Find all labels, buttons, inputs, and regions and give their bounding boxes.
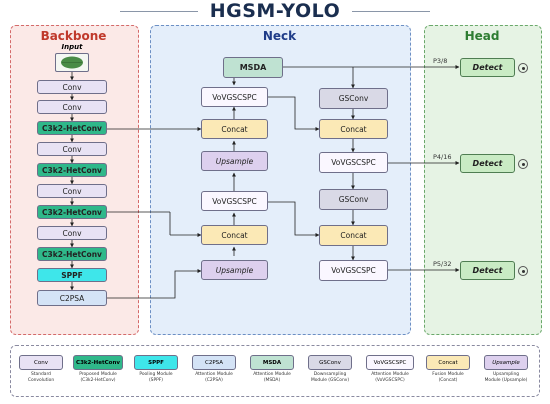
- p5-label: P5/32: [433, 260, 452, 268]
- legend-hetconv-desc: Proposed Module (C3k2-HetConv): [79, 372, 117, 383]
- legend-gsconv-swatch: GSConv: [308, 355, 352, 370]
- legend-conv-swatch: Conv: [19, 355, 63, 370]
- neck-vovgscspc-right-mid: VoVGSCSPC: [319, 152, 388, 173]
- neck-concat-right-bottom: Concat: [319, 225, 388, 246]
- p3-label: P3/8: [433, 57, 448, 65]
- legend-hetconv-swatch: C3k2-HetConv: [73, 355, 123, 370]
- input-label: Input: [61, 43, 83, 51]
- legend-concat-desc: Fusion Module (Concat): [432, 372, 464, 383]
- title-rule-right: [352, 11, 430, 12]
- legend-sppf-desc: Pooling Module (SPPF): [139, 372, 173, 383]
- legend-concat-swatch: Concat: [426, 355, 470, 370]
- input-leaf-image: [55, 53, 89, 72]
- legend-vovgscspc-desc: Attention Module (VoVGSCSPC): [371, 372, 409, 383]
- target-icon-p5: [518, 266, 528, 276]
- legend-upsample-swatch: Upsample: [484, 355, 528, 370]
- backbone-conv-3: Conv: [37, 142, 107, 156]
- backbone-c3k2-hetconv-2: C3k2-HetConv: [37, 163, 107, 177]
- neck-gsconv-bottom: GSConv: [319, 189, 388, 210]
- neck-title: Neck: [262, 29, 297, 43]
- legend-vovgscspc-swatch: VoVGSCSPC: [366, 355, 414, 370]
- detect-p4: Detect: [460, 154, 515, 173]
- neck-msda: MSDA: [223, 57, 283, 78]
- neck-vovgscspc-left-mid: VoVGSCSPC: [201, 191, 268, 211]
- detect-p3: Detect: [460, 58, 515, 77]
- legend-sppf-swatch: SPPF: [134, 355, 178, 370]
- legend-c2psa-swatch: C2PSA: [192, 355, 236, 370]
- backbone-c3k2-hetconv-3: C3k2-HetConv: [37, 205, 107, 219]
- backbone-title: Backbone: [40, 29, 107, 43]
- backbone-conv-5: Conv: [37, 226, 107, 240]
- head-title: Head: [464, 29, 500, 43]
- diagram-title: HGSM-YOLO: [209, 0, 341, 22]
- title-rule-left: [120, 11, 198, 12]
- neck-vovgscspc-right-bottom: VoVGSCSPC: [319, 260, 388, 281]
- legend-conv-desc: Standard Convolution: [27, 372, 55, 383]
- neck-upsample-top: Upsample: [201, 151, 268, 171]
- p4-label: P4/16: [433, 153, 452, 161]
- backbone-c2psa: C2PSA: [37, 290, 107, 306]
- backbone-sppf: SPPF: [37, 268, 107, 282]
- legend-gsconv-desc: Downsampling Module (GSConv): [310, 372, 350, 383]
- neck-concat-left-top: Concat: [201, 119, 268, 139]
- legend-c2psa-desc: Attention Module (C2PSA): [195, 372, 233, 383]
- neck-vovgscspc-left-top: VoVGSCSPC: [201, 87, 268, 107]
- detect-p5: Detect: [460, 261, 515, 280]
- neck-upsample-bottom: Upsample: [201, 260, 268, 280]
- target-icon-p3: [518, 63, 528, 73]
- legend-upsample-desc: Upsampling Module (Upsample): [484, 372, 528, 383]
- backbone-conv-1: Conv: [37, 80, 107, 94]
- neck-concat-left-bottom: Concat: [201, 225, 268, 245]
- backbone-c3k2-hetconv-4: C3k2-HetConv: [37, 247, 107, 261]
- target-icon-p4: [518, 159, 528, 169]
- neck-gsconv-top: GSConv: [319, 88, 388, 109]
- legend-msda-desc: Attention Module (MSDA): [253, 372, 291, 383]
- backbone-panel: [10, 25, 139, 335]
- legend-msda-swatch: MSDA: [250, 355, 294, 370]
- backbone-conv-4: Conv: [37, 184, 107, 198]
- legend-panel: Conv Standard Convolution C3k2-HetConv P…: [10, 345, 540, 397]
- backbone-c3k2-hetconv-1: C3k2-HetConv: [37, 121, 107, 135]
- neck-concat-right-top: Concat: [319, 119, 388, 139]
- backbone-conv-2: Conv: [37, 100, 107, 114]
